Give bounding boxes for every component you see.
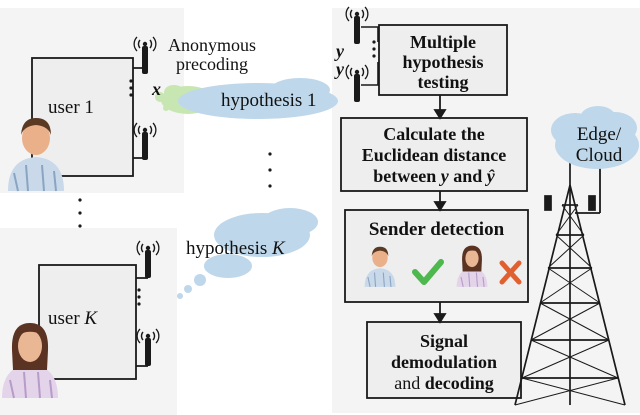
- hypothesis-1-label: hypothesis 1: [221, 90, 317, 111]
- sender-detection-title: Sender detection: [368, 219, 505, 240]
- hypothesis-1-bubble: [178, 78, 338, 119]
- user1-box: [31, 57, 134, 177]
- block-demod: [366, 321, 522, 399]
- userK-box: [38, 264, 137, 380]
- demod-block-text: Signal demodulation and decoding: [390, 331, 498, 393]
- hypothesis-K-label: hypothesis K: [186, 238, 285, 259]
- cloud-icon: [551, 106, 639, 169]
- user1-label: user 1: [48, 97, 94, 118]
- receiver-y-bottom-label: y: [336, 59, 344, 79]
- edge-cloud-label: Edge/ Cloud: [575, 124, 623, 166]
- userK-label: user K: [48, 308, 98, 329]
- mht-block-text: Multiple hypothesis testing: [402, 32, 484, 92]
- hypothesis-K-bubble: [177, 208, 318, 299]
- signal-x-label: x: [152, 79, 161, 99]
- check-icon: [412, 259, 444, 285]
- tower-icon: [514, 160, 626, 406]
- ellipsis-dots: [78, 40, 376, 306]
- receiver-y-top-label: y: [336, 41, 344, 61]
- block-euclidean: [340, 117, 528, 192]
- euclidean-block-text: Calculate the Euclidean distance between…: [361, 124, 507, 186]
- cross-icon: [499, 260, 522, 285]
- block-mht: [378, 24, 508, 96]
